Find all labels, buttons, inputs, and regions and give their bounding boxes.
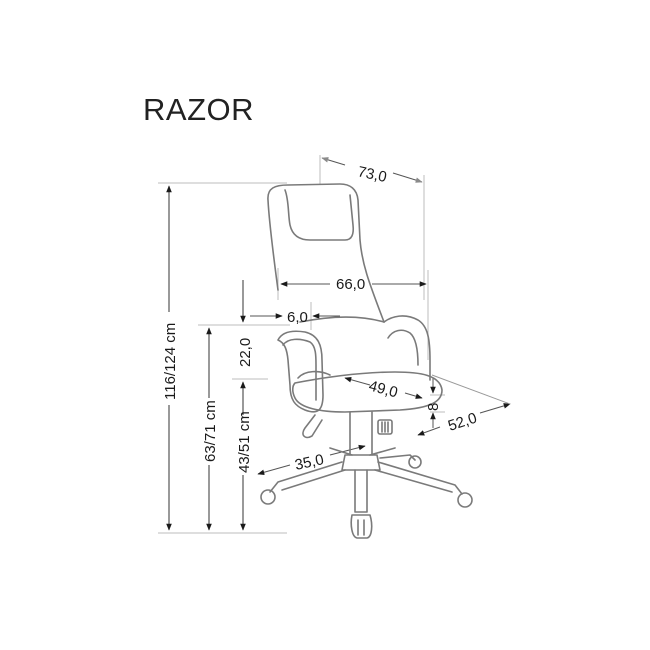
chair-outline bbox=[260, 183, 473, 539]
gas-cylinder bbox=[349, 411, 373, 456]
armrest-right bbox=[383, 315, 431, 381]
seat-back-curve bbox=[299, 316, 385, 323]
seat-lever bbox=[302, 414, 323, 439]
dim-total-height: 116/124 cm bbox=[162, 323, 179, 400]
dim-armrest-offset: 6,0 bbox=[287, 309, 308, 326]
dim-seat-height: 43/51 cm bbox=[236, 411, 253, 473]
dim-armrest-height: 22,0 bbox=[237, 338, 254, 367]
base-leg-left bbox=[269, 461, 346, 493]
headrest bbox=[284, 189, 355, 241]
caster-left bbox=[260, 489, 276, 505]
reference-lines bbox=[158, 155, 445, 534]
caster-back bbox=[408, 455, 422, 469]
base-leg-right bbox=[374, 461, 463, 495]
product-title: RAZOR bbox=[143, 92, 254, 127]
dim-seat-depth: 49,0 bbox=[367, 377, 400, 401]
dim-overall-depth: 73,0 bbox=[356, 163, 388, 186]
base-leg-back-left bbox=[329, 447, 396, 456]
base-leg-back-right bbox=[379, 454, 416, 461]
other-dimensions bbox=[250, 157, 511, 475]
dim-armrest-floor-height: 63/71 cm bbox=[202, 400, 219, 462]
dim-seat-width: 52,0 bbox=[446, 410, 479, 435]
base-hub bbox=[341, 454, 381, 471]
tilt-knob bbox=[377, 419, 393, 435]
caster-right bbox=[457, 492, 473, 508]
dim-base-radius: 35,0 bbox=[293, 451, 325, 474]
backrest bbox=[267, 183, 385, 323]
vertical-dimensions bbox=[166, 185, 246, 531]
dim-width: 66,0 bbox=[336, 276, 365, 293]
base-leg-front bbox=[354, 469, 368, 513]
caster-front bbox=[350, 514, 373, 539]
seat bbox=[291, 371, 443, 413]
dim-seat-thickness: 8 bbox=[425, 403, 442, 411]
